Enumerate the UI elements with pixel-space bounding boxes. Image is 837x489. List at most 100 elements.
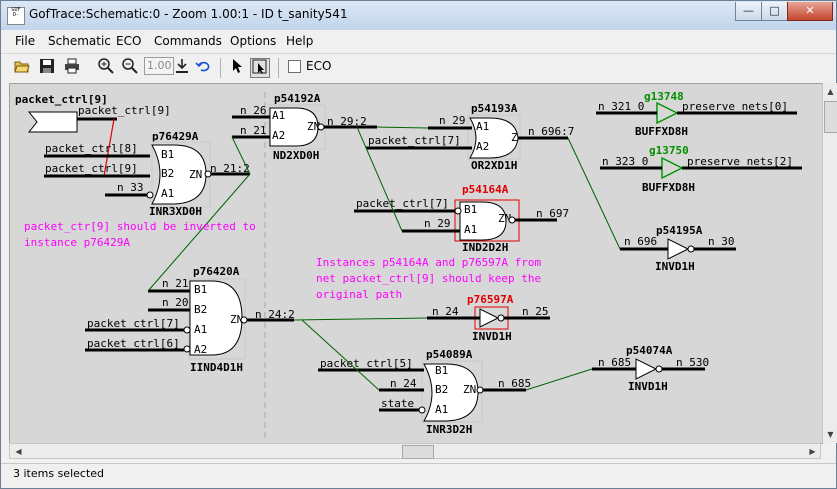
net-label: n 20 xyxy=(162,296,189,309)
pin-label: ZN xyxy=(498,212,511,225)
wire-highlight[interactable] xyxy=(376,126,429,129)
undo-button[interactable] xyxy=(193,58,213,78)
cell-name: ND2XD0H xyxy=(273,149,319,162)
menu-eco[interactable]: ECO xyxy=(116,34,142,48)
select-window-icon xyxy=(252,59,267,74)
schematic-canvas[interactable]: packet_ctrl[9] packet_ctrl[9] p76429A B1… xyxy=(9,83,823,444)
save-button[interactable] xyxy=(37,58,57,78)
pin-label: ZN xyxy=(230,313,243,326)
net-label: n 33 xyxy=(117,181,144,194)
net-label: n 24 xyxy=(390,377,417,390)
net-label: n 24 xyxy=(432,305,459,318)
status-bar: 3 items selected xyxy=(1,463,836,488)
toolbar xyxy=(1,53,836,82)
net-label: n 530 xyxy=(676,356,709,369)
instance-name: g13748 xyxy=(644,90,684,103)
inverter-symbol[interactable] xyxy=(667,238,690,260)
wire-highlight[interactable] xyxy=(293,317,428,321)
buffer-symbol[interactable] xyxy=(661,156,684,180)
nand-gate-symbol[interactable] xyxy=(459,201,507,241)
wire-highlight-red[interactable] xyxy=(103,118,115,177)
net-label: n 685 xyxy=(598,356,631,369)
net-label: n 696:7 xyxy=(528,125,574,138)
inverter-symbol[interactable] xyxy=(635,358,658,380)
schematic-drawing[interactable]: packet_ctrl[9] packet_ctrl[9] p76429A B1… xyxy=(10,84,822,443)
net-label: packet_ctrl[5] xyxy=(320,357,413,370)
net-label: packet_ctrl[7] xyxy=(368,134,461,147)
select-window-button[interactable] xyxy=(250,58,270,78)
maximize-button[interactable]: □ xyxy=(761,2,788,21)
menu-schematic[interactable]: Schematic xyxy=(48,34,111,48)
or-gate-symbol[interactable] xyxy=(469,117,519,159)
wire-highlight[interactable] xyxy=(567,137,621,250)
menu-help[interactable]: Help xyxy=(286,34,314,48)
horizontal-scroll-thumb[interactable] xyxy=(402,445,434,459)
pin-label: B2 xyxy=(194,303,207,316)
pin-label: A2 xyxy=(476,140,489,153)
pin-label: B1 xyxy=(464,203,477,216)
scroll-down-icon[interactable]: ▼ xyxy=(827,430,834,439)
net-label: packet_ctrl[6] xyxy=(87,337,180,350)
save-icon xyxy=(40,59,54,73)
cell-name: INVD1H xyxy=(472,330,512,343)
vertical-scrollbar[interactable]: ▲ ▼ xyxy=(822,83,837,443)
inversion-bubble xyxy=(497,314,505,322)
cell-name: INVD1H xyxy=(655,260,695,273)
print-button[interactable] xyxy=(62,58,82,78)
scroll-left-icon[interactable]: ◀ xyxy=(15,447,22,456)
menu-options[interactable]: Options xyxy=(230,34,277,48)
close-icon: ✕ xyxy=(805,4,815,17)
scroll-right-icon[interactable]: ▶ xyxy=(809,447,816,456)
net-label: n 696 xyxy=(624,235,657,248)
instance-name: p54089A xyxy=(426,348,473,361)
minimize-icon: — xyxy=(743,4,754,17)
pin-label: B1 xyxy=(194,283,207,296)
close-button[interactable]: ✕ xyxy=(787,2,833,21)
wire-highlight[interactable] xyxy=(231,136,251,175)
open-button[interactable] xyxy=(12,58,32,78)
minimize-button[interactable]: — xyxy=(735,2,762,21)
instance-name: p76420A xyxy=(193,265,240,278)
scroll-up-icon[interactable]: ▲ xyxy=(827,87,834,96)
wire-highlight[interactable] xyxy=(301,319,380,391)
buffer-symbol[interactable] xyxy=(656,101,679,125)
inversion-bubble xyxy=(240,316,248,324)
pin-label: Z xyxy=(511,131,518,144)
eco-checkbox[interactable] xyxy=(288,60,301,73)
net-label: n 21 xyxy=(240,124,267,137)
net-label: n 26 xyxy=(240,104,267,117)
net-label: n 697 xyxy=(536,207,569,220)
menu-commands[interactable]: Commands xyxy=(154,34,222,48)
inverter-symbol[interactable] xyxy=(479,308,500,328)
nor-gate-symbol[interactable] xyxy=(151,144,207,205)
annotation-text: instance p76429A xyxy=(24,236,130,249)
horizontal-scrollbar[interactable]: ◀ ▶ xyxy=(9,443,821,459)
input-port[interactable] xyxy=(27,111,78,133)
zoom-apply-button[interactable] xyxy=(172,58,192,78)
vertical-scroll-thumb[interactable] xyxy=(824,101,837,133)
wire-highlight[interactable] xyxy=(525,368,593,391)
pin-label: ZN xyxy=(463,383,476,396)
annotation-text: packet_ctr[9] should be inverted to xyxy=(24,220,256,233)
net-label: n 321 0 xyxy=(598,100,644,113)
net-label: n 24:2 xyxy=(255,308,295,321)
wire-highlight[interactable] xyxy=(147,173,251,292)
cell-name: IND2D2H xyxy=(462,241,508,254)
select-arrow-button[interactable] xyxy=(227,58,247,78)
nor-gate-symbol[interactable] xyxy=(423,363,479,422)
wire-highlight[interactable] xyxy=(356,126,403,232)
zoom-level-field[interactable]: 1.00 xyxy=(144,57,174,75)
zoom-out-button[interactable] xyxy=(120,58,140,78)
pin-label: A2 xyxy=(194,343,207,356)
net-label: preserve_nets[0] xyxy=(682,100,788,113)
pin-label: A2 xyxy=(272,129,285,142)
annotation-text: net packet_ctrl[9] should keep the xyxy=(316,272,541,285)
menu-file[interactable]: File xyxy=(15,34,36,48)
zoom-in-button[interactable] xyxy=(96,58,116,78)
pin-label: ZN xyxy=(189,168,202,181)
zoom-out-icon xyxy=(122,58,138,74)
net-label: packet_ctrl[7] xyxy=(356,197,449,210)
